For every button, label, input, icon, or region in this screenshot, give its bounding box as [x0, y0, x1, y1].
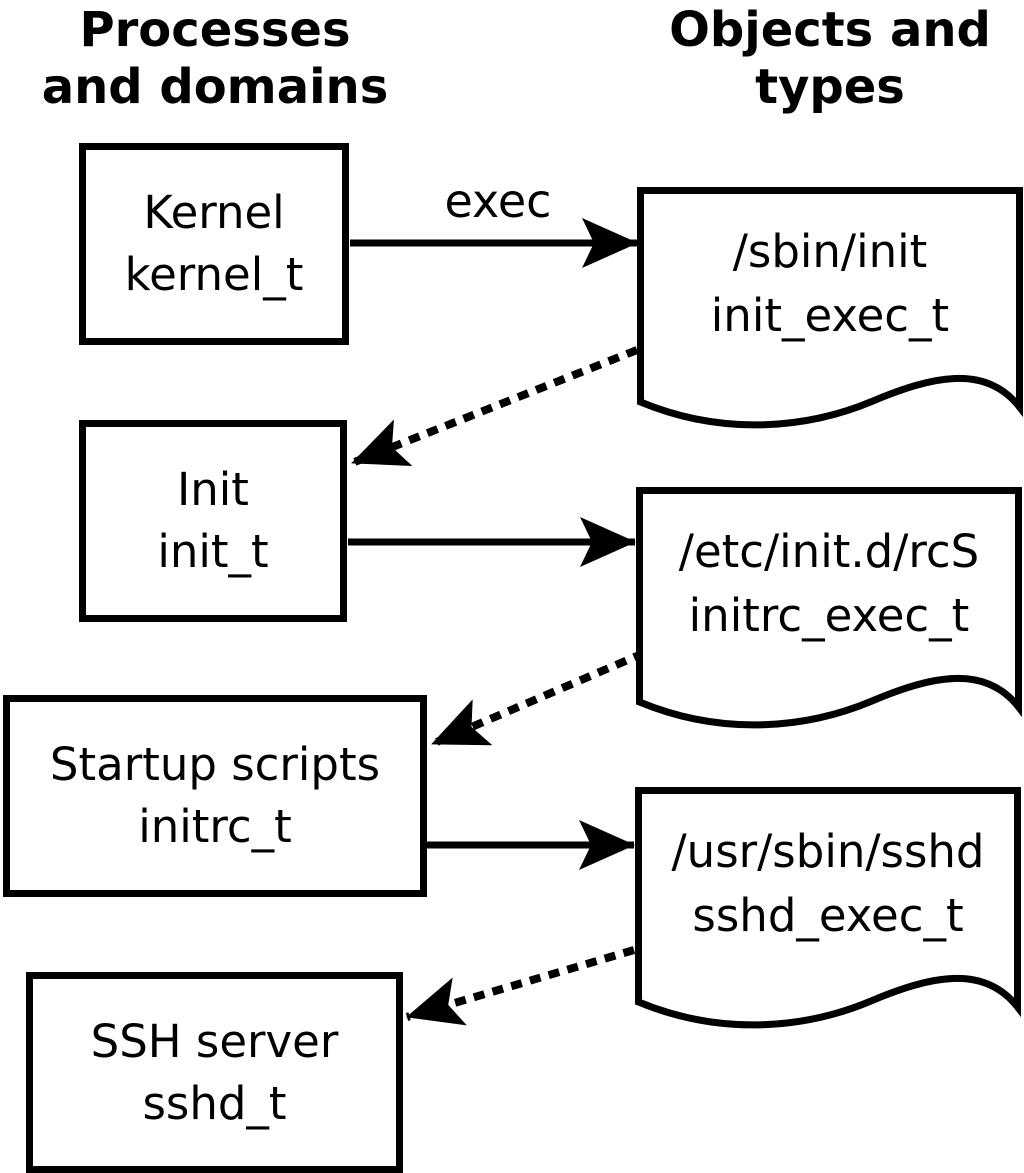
object-path: /sbin/init	[732, 225, 928, 278]
object-path: /usr/sbin/sshd	[671, 825, 985, 878]
document-shape-icon	[636, 487, 1022, 729]
process-domain-type: sshd_t	[142, 1076, 287, 1130]
header-line: types	[755, 59, 905, 115]
object-type: sshd_exec_t	[692, 889, 964, 942]
process-name: Init	[177, 463, 249, 516]
object-doc-sbin-init: /sbin/init init_exec_t	[637, 187, 1023, 437]
process-box-ssh-server: SSH server sshd_t	[26, 972, 403, 1173]
column-header-processes: Processes and domains	[25, 2, 405, 116]
header-line: and domains	[41, 59, 389, 115]
process-name: SSH server	[90, 1014, 339, 1068]
header-line: Processes	[79, 2, 351, 58]
transition-arrow-sshdfile-to-sshd	[405, 946, 636, 1026]
exec-arrow-label: exec	[444, 174, 552, 228]
process-box-kernel: Kernel kernel_t	[79, 143, 349, 345]
transition-arrow-initfile-to-init	[350, 346, 639, 467]
process-domain-type: init_t	[157, 525, 269, 578]
object-path: /etc/init.d/rcS	[678, 525, 980, 578]
process-domain-type: initrc_t	[138, 800, 292, 853]
transition-arrow-rcsfile-to-initrc	[430, 649, 646, 748]
object-type: init_exec_t	[710, 289, 950, 342]
process-name: Kernel	[143, 186, 285, 239]
process-domain-type: kernel_t	[124, 248, 304, 301]
column-header-objects: Objects and types	[640, 2, 1020, 116]
object-doc-etc-initd-rcs: /etc/init.d/rcS initrc_exec_t	[636, 487, 1022, 737]
object-type: initrc_exec_t	[688, 589, 970, 642]
header-line: Objects and	[669, 2, 991, 58]
process-box-init: Init init_t	[79, 420, 347, 622]
object-doc-usr-sbin-sshd: /usr/sbin/sshd sshd_exec_t	[635, 787, 1021, 1037]
process-name: Startup scripts	[49, 738, 381, 791]
document-shape-icon	[637, 187, 1023, 429]
document-shape-icon	[635, 787, 1021, 1029]
process-box-startup-scripts: Startup scripts initrc_t	[3, 695, 427, 897]
